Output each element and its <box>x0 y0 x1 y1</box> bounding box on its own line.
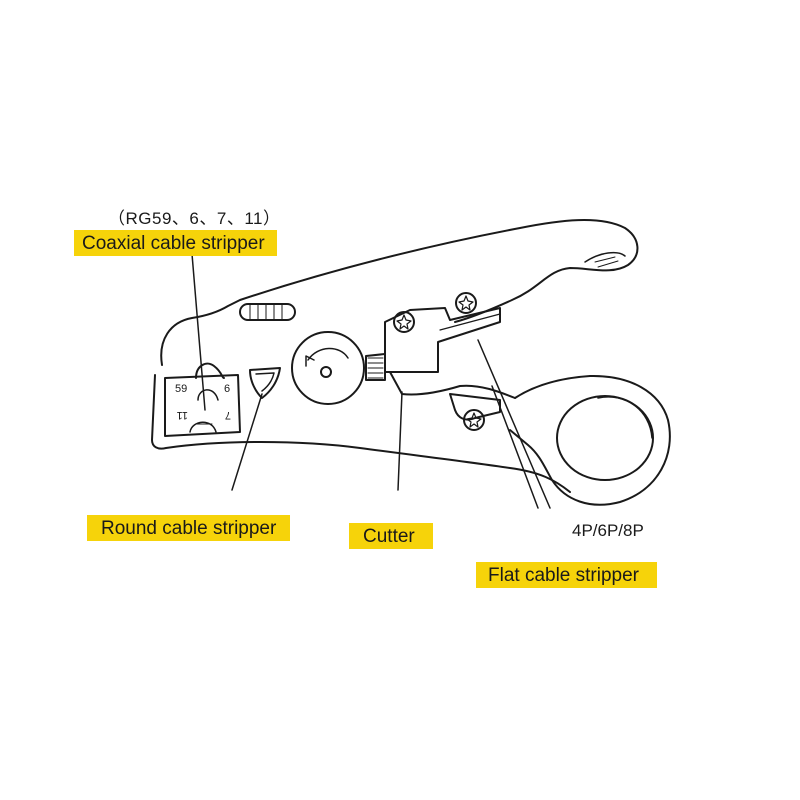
screw-upper-right <box>455 292 477 314</box>
leader-flat-upper <box>477 339 551 509</box>
coax-notch-curve <box>197 389 219 401</box>
flat-stripper-plate <box>384 307 501 373</box>
round-stripper-inner <box>255 372 275 392</box>
screw-lower <box>463 409 485 431</box>
round-stripper-notch <box>249 367 281 399</box>
serrated-blade <box>365 353 386 381</box>
coax-stripper-label: Coaxial cable stripper <box>74 230 277 256</box>
coax-head-notch <box>195 362 225 379</box>
screw-upper-right-star <box>458 295 474 311</box>
top-hook-detail <box>584 251 626 263</box>
handle-ring-inner <box>556 395 654 481</box>
blade-teeth <box>367 357 384 379</box>
round-stripper-label: Round cable stripper <box>87 515 291 541</box>
marking-6: 6 <box>224 383 230 395</box>
thumb-grip-ridges <box>249 303 283 321</box>
coax-bottom-slot <box>189 421 217 433</box>
flat-slot-line <box>439 313 501 331</box>
coax-head-block <box>164 374 241 437</box>
handle-ring-inner-shade <box>597 396 653 439</box>
coax-sizes-label: （RG59、6、7、11） <box>108 209 281 228</box>
screw-lower-star <box>466 412 482 428</box>
screw-upper-left-star <box>396 314 412 330</box>
top-hook-hatch <box>594 256 619 268</box>
flat-stripper-lower-plate <box>449 393 501 421</box>
marking-11: 11 <box>177 409 188 421</box>
tool-body-outline <box>160 219 639 366</box>
tool-body-lower-edge <box>151 374 571 493</box>
handle-ring-outer <box>509 374 671 506</box>
cutter-label: Cutter <box>349 523 433 549</box>
cutter-wheel-arrow <box>307 347 349 361</box>
cutter-wheel-hub <box>320 366 332 378</box>
screw-upper-left <box>393 311 415 333</box>
leader-cutter <box>397 391 403 491</box>
marking-59: 59 <box>175 383 187 395</box>
thumb-grip <box>239 303 296 321</box>
flat-stripper-label: Flat cable stripper <box>476 562 658 588</box>
flat-sizes-label: 4P/6P/8P <box>572 521 644 540</box>
leader-coax <box>191 253 206 411</box>
cutter-wheel-arrowhead <box>305 355 315 367</box>
marking-7: 7 <box>225 409 231 421</box>
cutter-wheel <box>291 331 365 405</box>
leader-round <box>231 393 263 491</box>
leader-flat-lower <box>491 385 539 509</box>
